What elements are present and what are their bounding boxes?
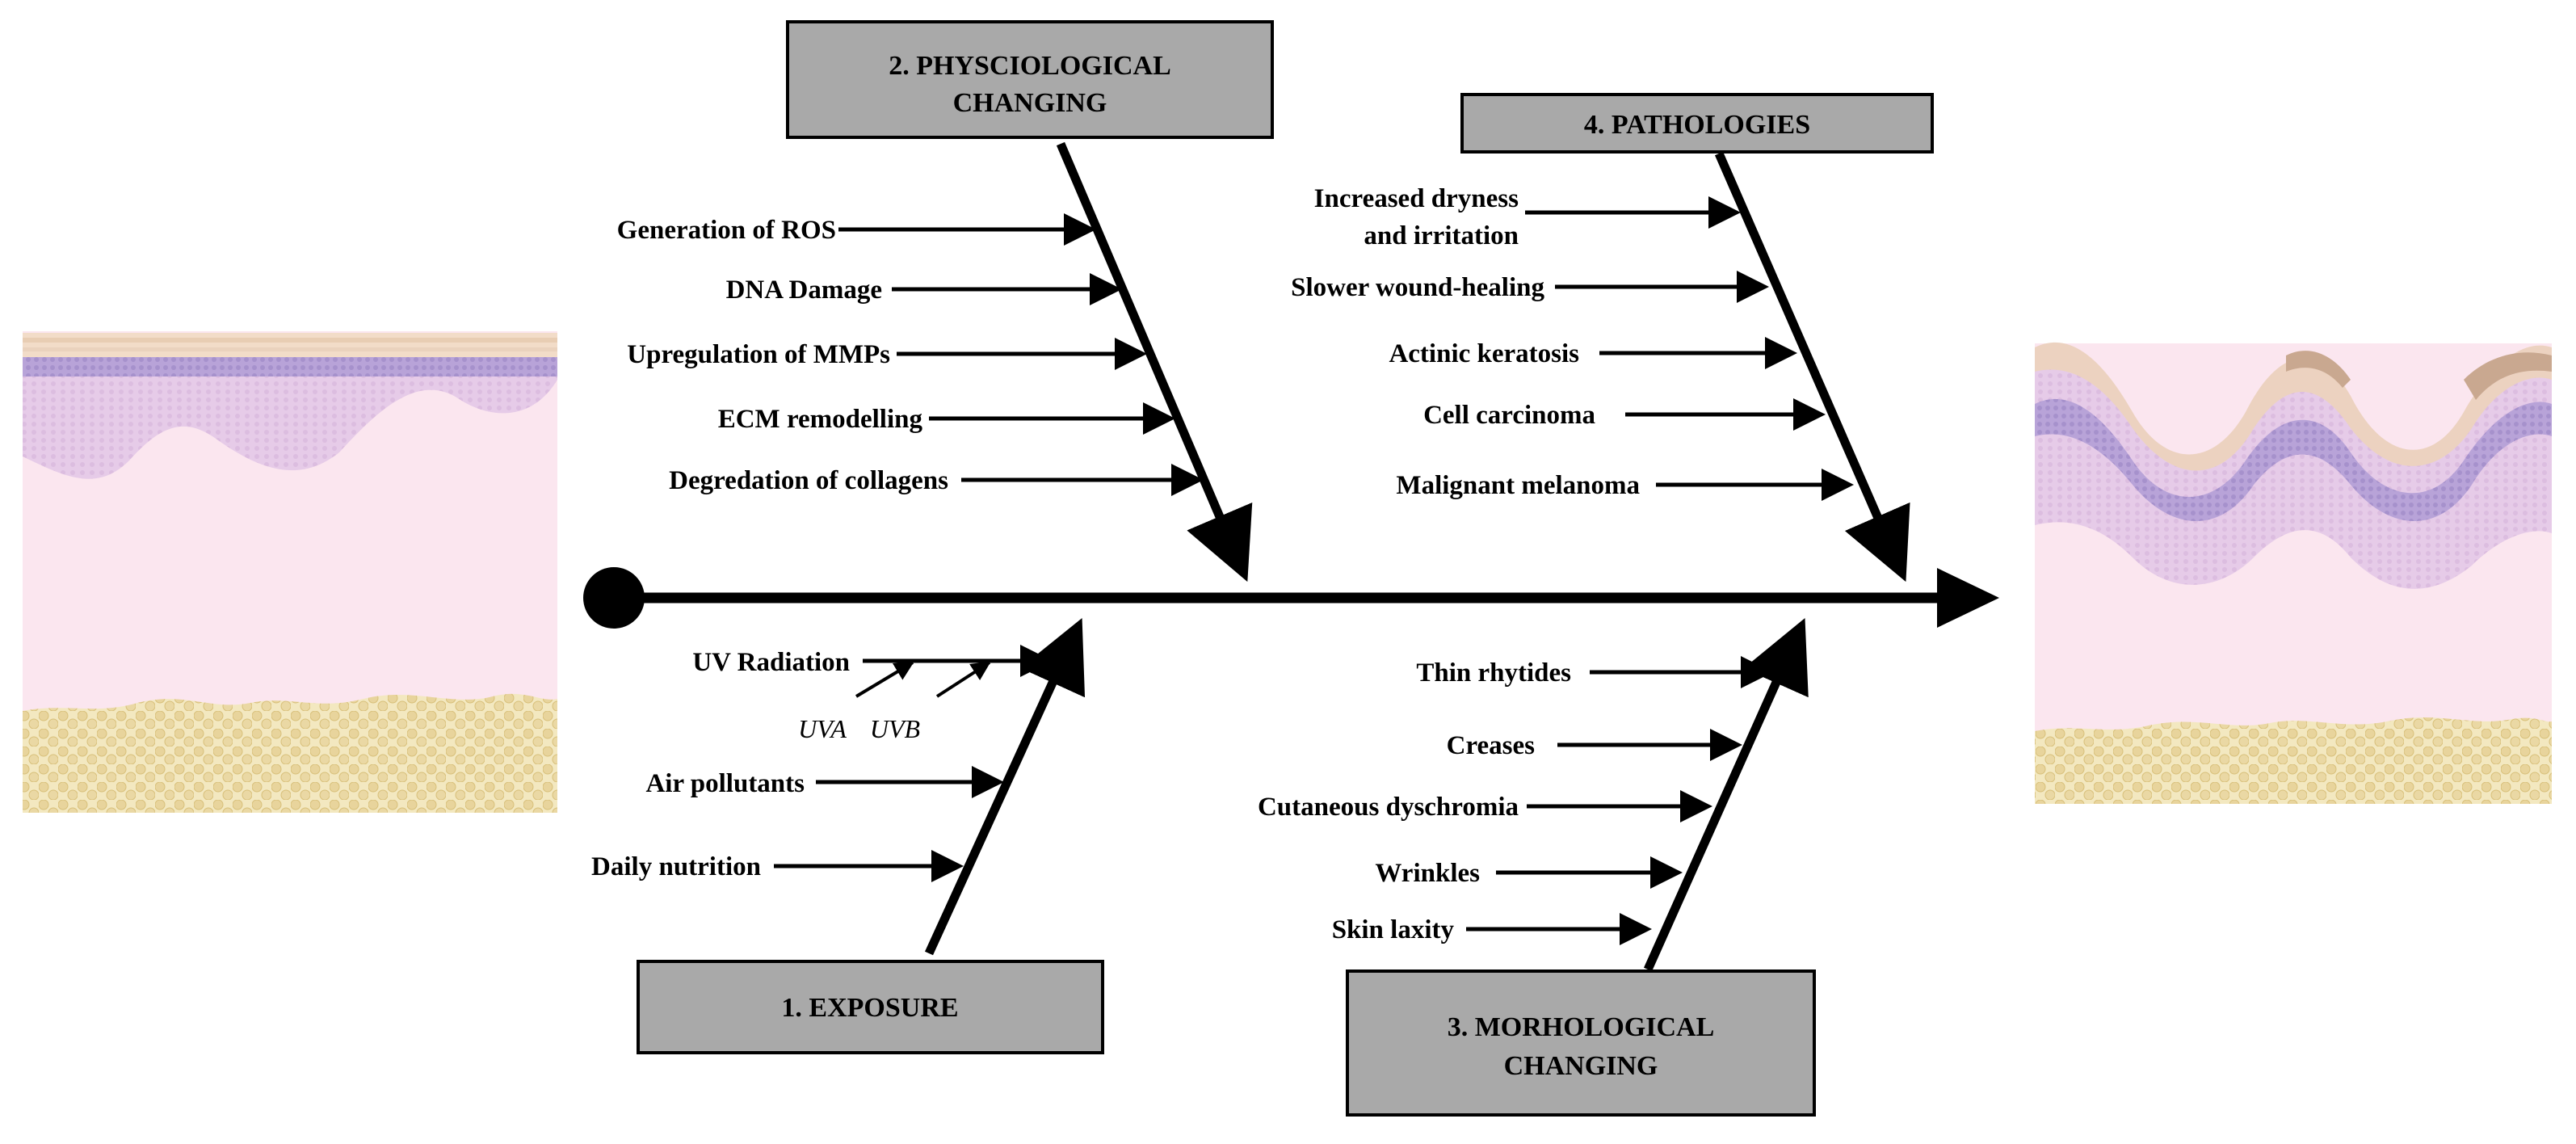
cause-label: Cutaneous dyschromia [1258, 793, 1519, 822]
cause-label: Thin rhytides [1416, 658, 1571, 688]
cause-label: Increased dryness [1314, 184, 1519, 213]
bone-morphological [1643, 617, 1809, 972]
bone-exposure [924, 617, 1086, 956]
young-skin-image [23, 331, 557, 813]
category-title-line: 4. PATHOLOGIES [1584, 110, 1810, 140]
cause-label: Actinic keratosis [1389, 339, 1579, 368]
cause-arrows [774, 196, 1854, 945]
category-box-exposure: 1. EXPOSURE [637, 960, 1104, 1054]
cause-labels: Generation of ROS DNA Damage Upregulatio… [591, 184, 1640, 944]
cause-label: and irritation [1364, 221, 1519, 250]
category-box-physiological: 2. PHYSCIOLOGICAL CHANGING [786, 20, 1274, 139]
cause-label: Daily nutrition [591, 852, 761, 881]
cause-label: DNA Damage [726, 275, 882, 305]
spine-arrowhead [1937, 568, 1999, 628]
bone-pathologies [1714, 151, 1910, 583]
category-title-line: 3. MORHOLOGICAL [1448, 1012, 1715, 1042]
cause-label: Malignant melanoma [1396, 471, 1640, 500]
category-title-line: CHANGING [953, 88, 1107, 118]
cause-label: Skin laxity [1332, 915, 1455, 944]
cause-label: Degredation of collagens [669, 466, 948, 495]
aged-skin-image [2035, 342, 2552, 804]
cause-label: ECM remodelling [718, 405, 923, 434]
cause-label: Generation of ROS [617, 216, 836, 245]
cause-label: Cell carcinoma [1423, 401, 1595, 430]
cause-sublabel-uvb: UVB [870, 714, 920, 743]
cause-label: Creases [1447, 731, 1536, 760]
category-box-morphological: 3. MORHOLOGICAL CHANGING [1346, 969, 1816, 1117]
cause-label: UV Radiation [692, 648, 850, 677]
cause-label: Slower wound-healing [1291, 273, 1544, 302]
cause-label: Air pollutants [645, 769, 805, 798]
bones [924, 141, 1910, 972]
category-box-pathologies: 4. PATHOLOGIES [1460, 93, 1934, 154]
bone-physiological [1056, 141, 1253, 583]
cause-sublabel-uva: UVA [798, 714, 847, 743]
category-title-line: 2. PHYSCIOLOGICAL [889, 51, 1171, 81]
cause-label: Upregulation of MMPs [627, 340, 890, 369]
arrow-uvb [935, 661, 991, 698]
cause-label: Wrinkles [1375, 859, 1480, 888]
arrow-uva [855, 661, 914, 698]
category-title-line: 1. EXPOSURE [781, 993, 958, 1023]
category-title-line: CHANGING [1504, 1051, 1658, 1081]
spine [583, 567, 1999, 629]
